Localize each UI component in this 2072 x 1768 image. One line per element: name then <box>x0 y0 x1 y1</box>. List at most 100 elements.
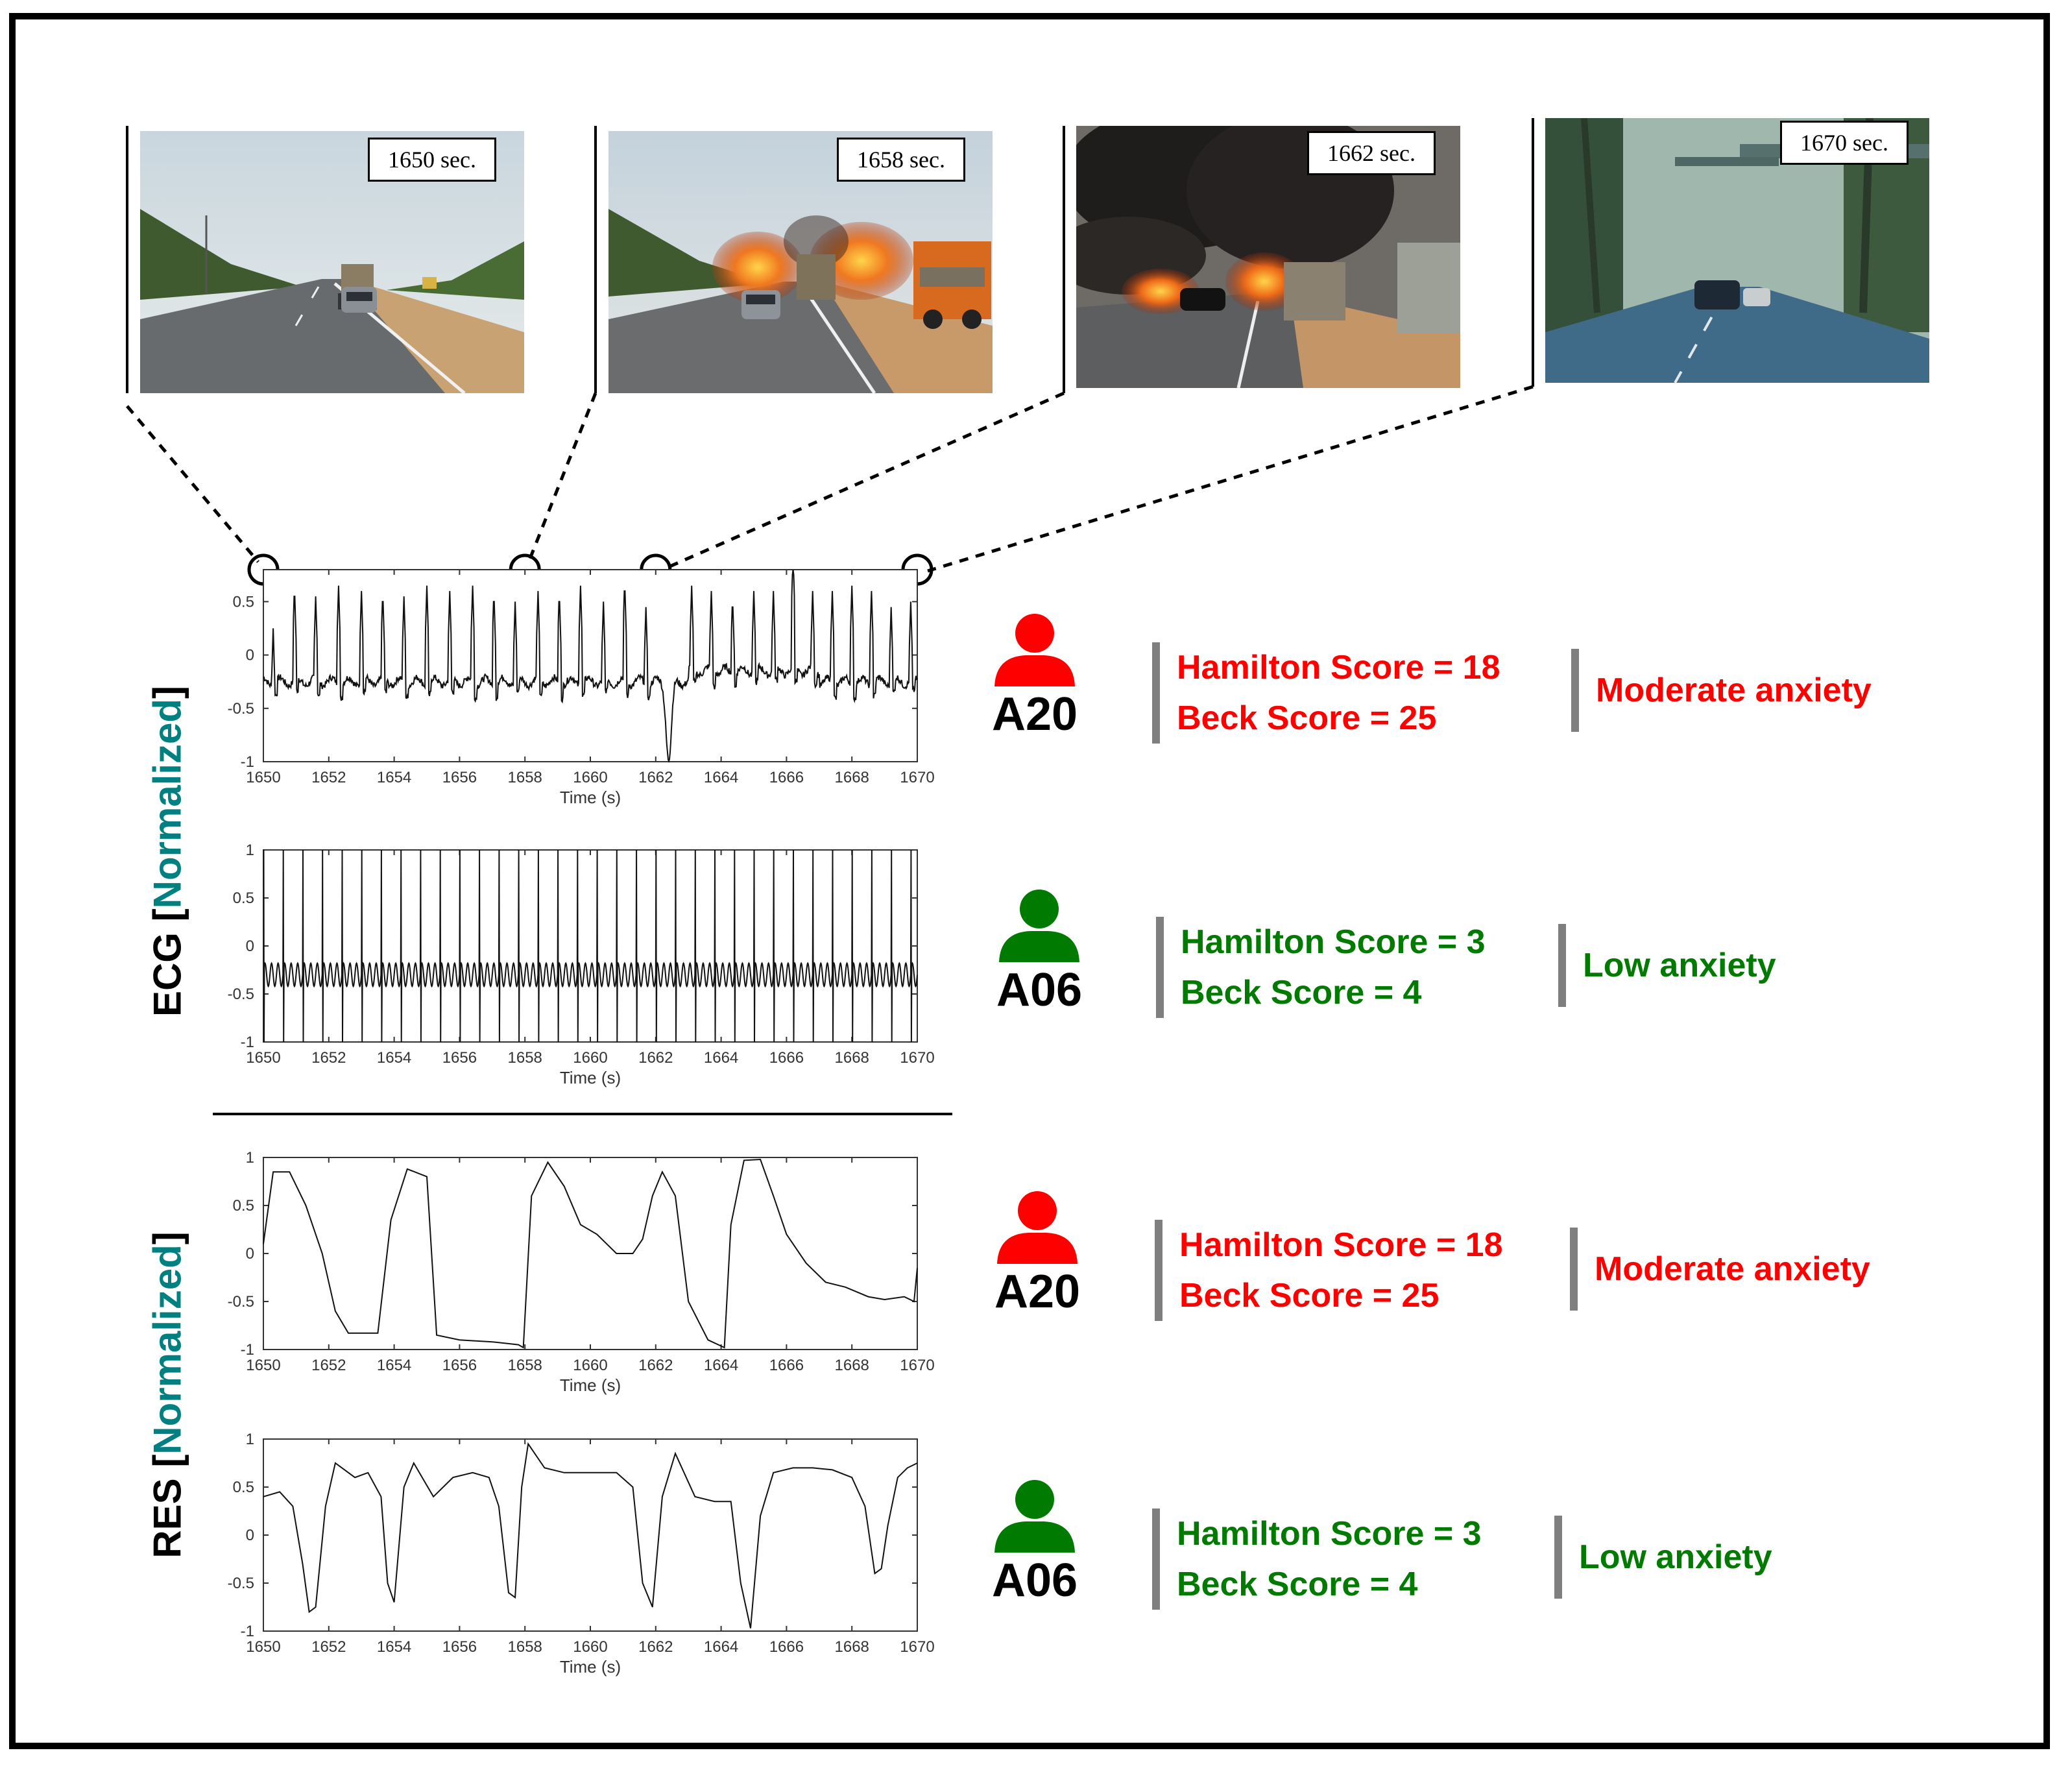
x-tick-label: 1670 <box>900 1357 934 1374</box>
bracket-close: ] <box>145 1231 189 1245</box>
plot-area <box>263 1157 918 1350</box>
anxiety-level: Low anxiety <box>1558 924 1776 1007</box>
subject-a06-res: A06 <box>986 1476 1083 1604</box>
x-tick-label: 1658 <box>508 1638 542 1656</box>
x-tick-label: 1660 <box>573 1638 607 1656</box>
signal-line <box>263 1442 918 1629</box>
hamilton-score: Hamilton Score = 3 <box>1181 923 1486 961</box>
dashed-connector <box>666 391 1065 570</box>
bracket-open: [ <box>145 1454 189 1468</box>
subject-a06-ecg: A06 <box>991 886 1088 1013</box>
hamilton-score: Hamilton Score = 18 <box>1177 649 1500 686</box>
anxiety-level-text: Moderate anxiety <box>1596 672 1872 709</box>
score-block: Hamilton Score = 18 Beck Score = 25 <box>1155 1220 1503 1321</box>
y-tick-label: 0 <box>246 1527 254 1544</box>
timestamp-label: 1662 sec. <box>1307 131 1436 175</box>
y-tick-label: 0.5 <box>233 890 254 907</box>
x-tick-label: 1668 <box>835 1049 869 1067</box>
x-tick-label: 1666 <box>769 769 804 786</box>
anxiety-level-text: Low anxiety <box>1579 1538 1772 1576</box>
y-tick-label: -0.5 <box>228 1575 254 1592</box>
x-tick-label: 1662 <box>638 769 673 786</box>
x-tick-label: 1650 <box>246 1049 280 1067</box>
x-tick-label: 1650 <box>246 1638 280 1656</box>
x-tick-label: 1666 <box>769 1638 804 1656</box>
plot-area <box>263 849 918 1043</box>
subject-a20-res: A20 <box>989 1187 1086 1315</box>
person-icon <box>999 890 1079 962</box>
x-tick-label: 1652 <box>311 1049 346 1067</box>
dashed-connector <box>927 385 1534 573</box>
y-tick-label: 0 <box>246 938 254 955</box>
x-tick-label: 1656 <box>442 1638 477 1656</box>
x-tick-label: 1654 <box>377 1638 411 1656</box>
x-tick-label: 1658 <box>508 769 542 786</box>
timestamp-label: 1670 sec. <box>1780 121 1909 165</box>
qualifier: Normalized <box>145 1244 189 1455</box>
bracket-close: ] <box>145 685 189 699</box>
signal-name: RES <box>145 1478 189 1558</box>
qualifier: Normalized <box>145 698 189 909</box>
x-tick-label: 1654 <box>377 769 411 786</box>
x-tick-label: 1662 <box>638 1638 673 1656</box>
res-axis-label: RES [Normalized] <box>145 1231 190 1558</box>
timestamp-label: 1658 sec. <box>837 138 965 182</box>
x-axis-label: Time (s) <box>560 1068 621 1087</box>
video-frame-3 <box>1076 126 1460 388</box>
dashed-connector <box>126 405 259 563</box>
x-tick-label: 1656 <box>442 1357 477 1374</box>
x-tick-label: 1664 <box>704 1049 738 1067</box>
subject-code: A20 <box>991 688 1078 740</box>
y-tick-label: -0.5 <box>228 700 254 718</box>
x-tick-label: 1656 <box>442 1049 477 1067</box>
signal-line <box>263 849 918 1043</box>
score-block: Hamilton Score = 3 Beck Score = 4 <box>1152 1508 1482 1610</box>
x-tick-label: 1660 <box>573 1357 607 1374</box>
score-block: Hamilton Score = 18 Beck Score = 25 <box>1152 642 1500 744</box>
road-fire-image <box>1076 126 1460 388</box>
x-tick-label: 1668 <box>835 1638 869 1656</box>
y-tick-label: 1 <box>246 1149 254 1167</box>
y-tick-label: 0 <box>246 647 254 664</box>
signal-line <box>263 569 918 763</box>
beck-score: Beck Score = 25 <box>1177 699 1437 737</box>
x-axis-label: Time (s) <box>560 788 621 807</box>
beck-score: Beck Score = 4 <box>1177 1566 1418 1603</box>
x-tick-label: 1670 <box>900 1638 934 1656</box>
x-tick-label: 1662 <box>638 1357 673 1374</box>
x-tick-label: 1654 <box>377 1049 411 1067</box>
y-tick-label: 0.5 <box>233 593 254 611</box>
x-tick-label: 1668 <box>835 769 869 786</box>
x-axis-label: Time (s) <box>560 1657 621 1677</box>
x-tick-label: 1664 <box>704 769 738 786</box>
x-tick-label: 1658 <box>508 1049 542 1067</box>
y-tick-label: -1 <box>241 1623 254 1640</box>
x-tick-label: 1650 <box>246 769 280 786</box>
y-tick-label: 1 <box>246 1431 254 1448</box>
subject-code: A06 <box>996 964 1083 1016</box>
ecg-axis-label: ECG [Normalized] <box>145 686 190 1017</box>
dashed-connector <box>527 393 597 563</box>
x-tick-label: 1656 <box>442 769 477 786</box>
x-tick-label: 1660 <box>573 769 607 786</box>
subject-code: A06 <box>991 1555 1078 1606</box>
y-tick-label: -0.5 <box>228 986 254 1003</box>
beck-score: Beck Score = 4 <box>1181 974 1422 1011</box>
signal-line <box>263 1158 918 1349</box>
x-tick-label: 1666 <box>769 1049 804 1067</box>
timestamp-label: 1650 sec. <box>368 138 496 182</box>
x-tick-label: 1670 <box>900 1049 934 1067</box>
anxiety-level: Moderate anxiety <box>1571 649 1872 732</box>
x-tick-label: 1666 <box>769 1357 804 1374</box>
x-axis-label: Time (s) <box>560 1375 621 1395</box>
y-tick-label: 0 <box>246 1245 254 1263</box>
subject-code: A20 <box>994 1266 1081 1318</box>
hamilton-score: Hamilton Score = 18 <box>1179 1226 1503 1264</box>
beck-score: Beck Score = 25 <box>1179 1277 1440 1314</box>
anxiety-level-text: Moderate anxiety <box>1595 1250 1870 1288</box>
